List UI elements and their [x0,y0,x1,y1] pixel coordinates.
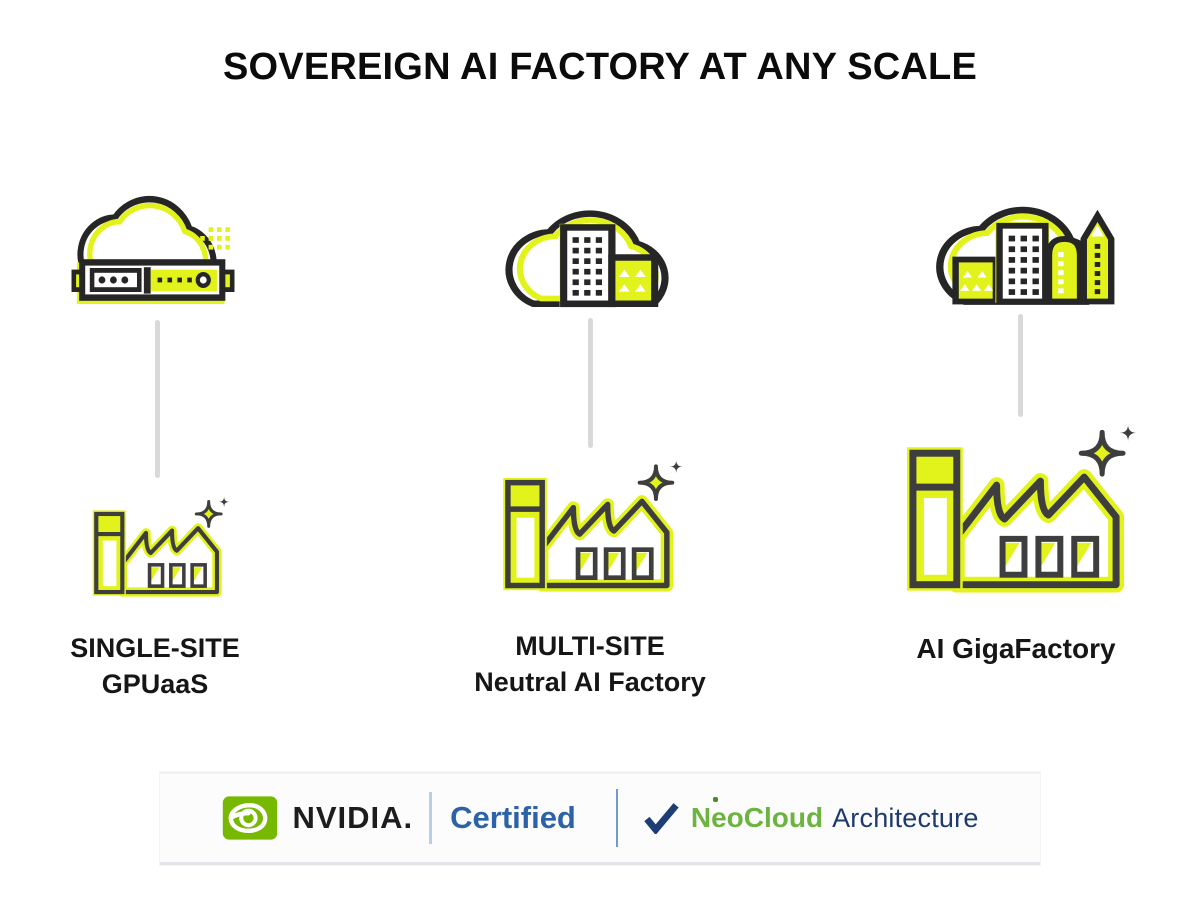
label-ai-gigafactory: AI GigaFactory [866,630,1166,668]
cloud-city-skyline-icon [908,178,1115,318]
label-line-2: Neutral AI Factory [474,667,706,698]
factory-medium-icon [497,459,684,592]
label-multi-site: MULTI-SITE Neutral AI Factory [440,628,740,701]
nvidia-wordmark: NVIDIA. [292,800,414,835]
factory-small-icon [88,496,230,597]
label-line-2: GPUaaS [101,669,209,700]
label-line-1: MULTI-SITE [515,631,665,661]
certification-banner-row: NVIDIA. Certified NeoCloud Architecture [221,789,978,847]
neocloud-text: NeoCloud [690,802,824,833]
nvidia-eye-icon [223,796,278,840]
label-single-site: SINGLE-SITE GPUaaS [25,630,285,703]
cloud-buildings-icon [478,182,710,308]
checkmark-icon [644,803,679,834]
connector-line [1018,314,1023,417]
neocloud-accent-dot [712,797,718,802]
page-title: SOVEREIGN AI FACTORY AT ANY SCALE [222,46,978,88]
connector-line [588,318,593,448]
architecture-label: Architecture [832,802,979,833]
certification-banner: NVIDIA. Certified NeoCloud Architecture [160,772,1040,865]
neocloud-label: NeoCloud [690,797,824,834]
label-line-1: AI GigaFactory [916,633,1116,664]
connector-line [155,320,160,478]
factory-large-icon [899,423,1138,593]
certified-label: Certified [450,800,576,835]
banner-divider [615,789,618,847]
label-line-1: SINGLE-SITE [70,633,240,663]
cloud-server-icon [71,168,235,304]
banner-divider [429,792,433,844]
